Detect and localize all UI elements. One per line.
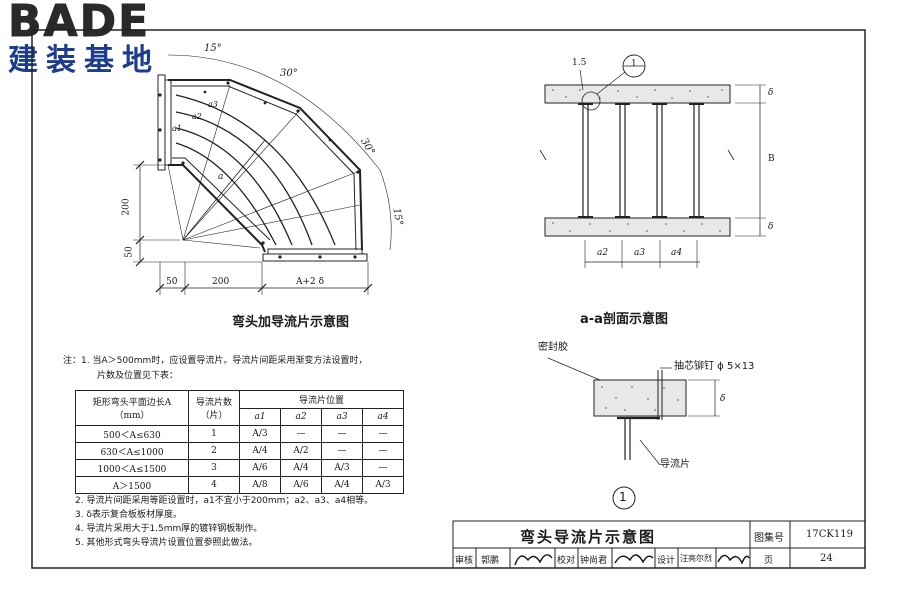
- table-subheader-a1: a1: [239, 407, 281, 426]
- panel-stipple: [552, 89, 723, 232]
- table-header-side-length: 矩形弯头平面边长A （mm）: [75, 390, 189, 426]
- left-drawing-caption: 弯头加导流片示意图: [232, 315, 350, 330]
- section-delta-top: δ: [768, 88, 774, 98]
- angle-label-15-top: 15°: [204, 43, 222, 54]
- detail-delta: δ: [720, 394, 726, 404]
- designer-name: 汪亮尔烈: [680, 554, 712, 563]
- section-drawing: [539, 54, 766, 268]
- section-dim-a2: a2: [597, 248, 609, 258]
- angle-label-15-right: 15°: [390, 207, 405, 227]
- table-subheader-a4: a4: [362, 407, 404, 426]
- dim-a2: a2: [192, 112, 202, 121]
- detail-number: 1: [619, 490, 627, 504]
- check-label: 校对: [557, 556, 576, 566]
- dim-200-horizontal: 200: [212, 277, 230, 287]
- seal-label: 密封胶: [538, 342, 568, 353]
- top-flange: [157, 74, 166, 171]
- section-dim-b: B: [768, 154, 775, 164]
- section-dim-a4: a4: [671, 248, 683, 258]
- section-dim-a3: a3: [634, 248, 646, 258]
- reviewer-name: 郭鹏: [481, 556, 500, 566]
- rivet-label: 抽芯铆钉 ϕ 5×13: [674, 361, 755, 372]
- section-top-marker: 1.5: [572, 58, 587, 68]
- note-4: 4. 导流片采用大于1.5mm厚的镀锌钢板制作。: [75, 524, 263, 534]
- table-header-position: 导流片位置: [239, 390, 404, 409]
- dim-200-vertical: 200: [121, 198, 132, 216]
- design-label: 设计: [657, 556, 676, 566]
- angle-label-30-top: 30°: [280, 68, 298, 79]
- section-callout-number: 1: [631, 59, 637, 69]
- dim-50-vertical: 50: [124, 246, 135, 258]
- dim-a1: a1: [172, 124, 182, 133]
- vane-position-table: 矩形弯头平面边长A （mm） 导流片数 （片） 导流片位置 a1 a2 a3 a…: [75, 390, 404, 494]
- note-1b: 片数及位置见下表：: [97, 371, 179, 381]
- table-subheader-a3: a3: [321, 407, 363, 426]
- note-2: 2. 导流片间距采用等距设置时，a1不宜小于200mm；a2、a3、a4相等。: [75, 496, 374, 506]
- vane-label: 导流片: [660, 459, 690, 470]
- drawing-title: 弯头导流片示意图: [520, 528, 657, 546]
- dim-50-horizontal: 50: [166, 277, 178, 287]
- dim-a3: a3: [208, 100, 218, 109]
- brand-logo-wordmark: BADE: [8, 0, 151, 47]
- page-number: 24: [820, 553, 833, 564]
- detail-drawing: [547, 357, 720, 510]
- elbow-drawing: [133, 54, 392, 295]
- dim-a: a: [218, 172, 224, 182]
- review-label: 审核: [455, 556, 474, 566]
- table-subheader-a2: a2: [280, 407, 322, 426]
- page-label: 页: [764, 556, 774, 566]
- table-header-vane-count: 导流片数 （片）: [188, 390, 240, 426]
- title-block-lines: [452, 520, 866, 569]
- signatures: [514, 554, 750, 566]
- dim-a-plus-2delta: A+2 δ: [296, 277, 325, 287]
- checker-name: 钟尚君: [580, 556, 608, 566]
- note-5: 5. 其他形式弯头导流片设置位置参照此做法。: [75, 538, 258, 548]
- note-3: 3. δ表示复合板板材厚度。: [75, 510, 182, 520]
- section-delta-bottom: δ: [768, 222, 774, 232]
- right-drawing-caption: a-a剖面示意图: [580, 312, 668, 327]
- note-1a: 注：1. 当A＞500mm时，应设置导流片。导流片间距采用渐变方法设置时，: [63, 356, 368, 366]
- atlas-label: 图集号: [754, 533, 784, 544]
- atlas-number: 17CK119: [806, 529, 853, 540]
- sheet-border: [31, 29, 866, 569]
